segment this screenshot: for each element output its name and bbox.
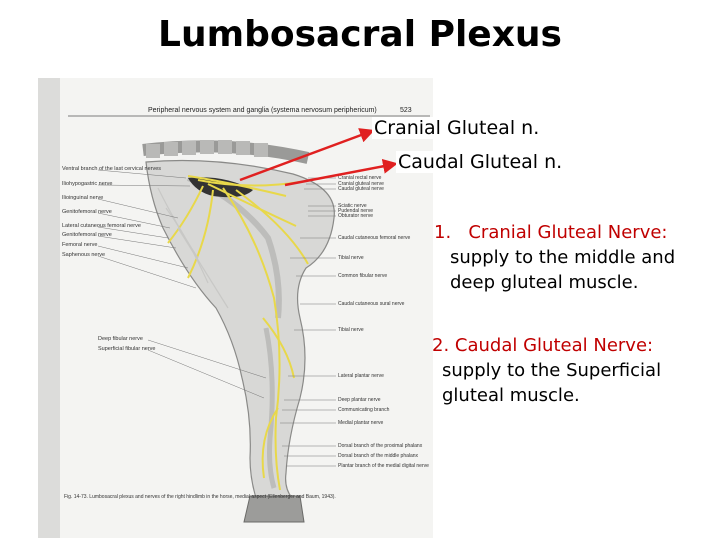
left-label: Ilioinguinal nerve — [62, 195, 103, 201]
point-number: 1. — [434, 222, 452, 243]
left-label: Lateral cutaneous femoral nerve — [62, 223, 141, 229]
point-body-line: gluteal muscle. — [442, 385, 580, 406]
right-label: Tibial nerve — [338, 327, 364, 333]
slide-title: Lumbosacral Plexus — [158, 14, 562, 55]
right-label: Common fibular nerve — [338, 273, 387, 279]
left-label: Femoral nerve — [62, 242, 97, 248]
point-heading-text: Cranial Gluteal Nerve: — [468, 222, 668, 243]
right-label: Obturator nerve — [338, 213, 373, 219]
left-label: Genitofemoral nerve — [62, 232, 112, 238]
right-label: Lateral plantar nerve — [338, 373, 384, 379]
figure-caption: Fig. 14-73. Lumbosacral plexus and nerve… — [64, 494, 336, 500]
right-label: Plantar branch of the medial digital ner… — [338, 463, 429, 469]
left-label: Deep fibular nerve — [98, 336, 143, 342]
right-label: Tibial nerve — [338, 255, 364, 261]
left-labels: Ventral branch of the last cervical nerv… — [62, 166, 161, 352]
point-number: 2. — [432, 335, 450, 356]
right-label: Deep plantar nerve — [338, 397, 381, 403]
right-label: Caudal cutaneous femoral nerve — [338, 235, 410, 241]
caudal-gluteal-callout: Caudal Gluteal n. — [396, 151, 565, 173]
point-cranial-gluteal: 1. Cranial Gluteal Nerve: supply to the … — [434, 220, 714, 295]
point-body-line: deep gluteal muscle. — [450, 272, 639, 293]
right-label: Caudal gluteal nerve — [338, 186, 384, 192]
left-label: Iliohypogastric nerve — [62, 181, 112, 187]
left-label: Ventral branch of the last cervical nerv… — [62, 166, 161, 172]
hindlimb-nerve-figure: Peripheral nervous system and ganglia (s… — [38, 78, 433, 538]
point-body-line: supply to the Superficial — [442, 360, 662, 381]
point-heading: 2. Caudal Gluteal Nerve: — [432, 333, 717, 358]
point-heading: 1. Cranial Gluteal Nerve: — [434, 220, 714, 245]
right-label: Medial plantar nerve — [338, 420, 384, 426]
point-caudal-gluteal: 2. Caudal Gluteal Nerve: supply to the S… — [432, 333, 717, 408]
right-label: Sciatic nerve — [338, 203, 367, 209]
limb-outline — [145, 159, 335, 499]
right-label: Pudendal nerve — [338, 208, 373, 214]
cranial-gluteal-callout: Cranial Gluteal n. — [372, 117, 542, 139]
right-label: Caudal cutaneous sural nerve — [338, 301, 405, 307]
left-label: Superficial fibular nerve — [98, 346, 155, 352]
figure-header: Peripheral nervous system and ganglia (s… — [148, 107, 377, 114]
nerve-paths — [167, 175, 309, 491]
left-label: Genitofemoral nerve — [62, 209, 112, 215]
point-heading-text: Caudal Gluteal Nerve: — [454, 335, 654, 356]
right-label: Dorsal branch of the middle phalanx — [338, 453, 419, 459]
point-body-line: supply to the middle and — [450, 247, 676, 268]
left-label: Saphenous nerve — [62, 252, 105, 258]
figure-page-number: 523 — [400, 107, 412, 114]
right-label: Communicating branch — [338, 407, 390, 413]
right-label: Dorsal branch of the proximal phalanx — [338, 443, 423, 449]
